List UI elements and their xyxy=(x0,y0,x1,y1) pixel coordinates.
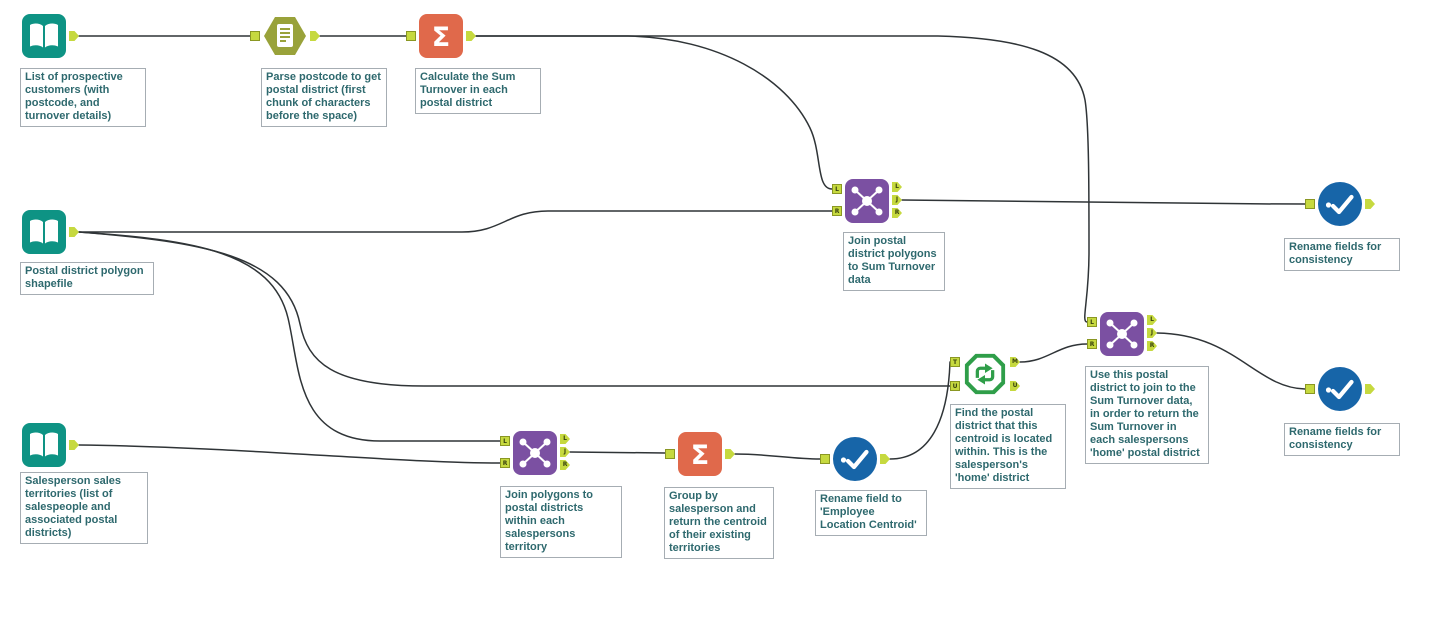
tool-spatial-match[interactable]: T U M U xyxy=(950,352,1020,396)
output-anchor-R[interactable]: R xyxy=(1147,341,1157,351)
output-anchor-J[interactable]: J xyxy=(892,195,902,205)
output-anchor[interactable] xyxy=(466,31,476,41)
sigma-glyph: Σ xyxy=(432,22,450,53)
input-anchor-T[interactable]: T xyxy=(950,357,960,367)
tool-summarize-turnover[interactable]: Σ xyxy=(406,14,476,58)
spatial-match-icon xyxy=(964,353,1006,395)
output-anchor[interactable] xyxy=(310,31,320,41)
annotation-select-rename-bottom[interactable]: Rename fields for consistency xyxy=(1284,423,1400,456)
input-anchor-L[interactable]: L xyxy=(832,184,842,194)
connection-summarize-to-join-L[interactable] xyxy=(475,35,833,190)
join-icon xyxy=(513,431,557,475)
connection-spatialmatch-to-homejoin-R[interactable] xyxy=(1019,343,1088,363)
tool-input-customers[interactable] xyxy=(22,14,79,58)
connection-groupby-to-selectcentroid[interactable] xyxy=(734,453,821,460)
tool-select-rename-top[interactable] xyxy=(1305,182,1375,226)
input-anchor-R[interactable]: R xyxy=(1087,339,1097,349)
output-anchor[interactable] xyxy=(880,454,890,464)
tool-select-centroid[interactable] xyxy=(820,437,890,481)
tool-summarize-centroid[interactable]: Σ xyxy=(665,432,735,476)
tool-input-territories[interactable] xyxy=(22,423,79,467)
output-anchor-U[interactable]: U xyxy=(1010,381,1020,391)
input-data-icon xyxy=(22,14,66,58)
output-anchor-L[interactable]: L xyxy=(560,434,570,444)
tool-join-home-turnover[interactable]: L R L J R xyxy=(1087,312,1157,356)
input-anchor-L[interactable]: L xyxy=(1087,317,1097,327)
output-anchor-L[interactable]: L xyxy=(892,182,902,192)
summarize-icon: Σ xyxy=(419,14,463,58)
annotation-join-home[interactable]: Use this postal district to join to the … xyxy=(1085,366,1209,464)
input-data-icon xyxy=(22,423,66,467)
annotation-input-polygons[interactable]: Postal district polygon shapefile xyxy=(20,262,154,295)
connection-territories-to-territoryjoin-R[interactable] xyxy=(78,444,501,464)
input-anchor[interactable] xyxy=(1305,199,1315,209)
input-anchor-R[interactable]: R xyxy=(832,206,842,216)
annotation-select-rename-top[interactable]: Rename fields for consistency xyxy=(1284,238,1400,271)
input-data-icon xyxy=(22,210,66,254)
input-anchor-R[interactable]: R xyxy=(500,458,510,468)
annotation-join-territories[interactable]: Join polygons to postal districts within… xyxy=(500,486,622,558)
output-anchor-R[interactable]: R xyxy=(560,460,570,470)
annotation-input-customers[interactable]: List of prospective customers (with post… xyxy=(20,68,146,127)
output-anchor[interactable] xyxy=(69,227,79,237)
output-anchor-M[interactable]: M xyxy=(1010,357,1020,367)
sigma-glyph: Σ xyxy=(691,440,709,471)
input-anchor-L[interactable]: L xyxy=(500,436,510,446)
output-anchor-J[interactable]: J xyxy=(560,447,570,457)
output-anchor[interactable] xyxy=(725,449,735,459)
annotation-join-polygons[interactable]: Join postal district polygons to Sum Tur… xyxy=(843,232,945,291)
input-anchor[interactable] xyxy=(250,31,260,41)
output-anchor[interactable] xyxy=(1365,199,1375,209)
input-anchor[interactable] xyxy=(665,449,675,459)
connection-polygons-to-join-R[interactable] xyxy=(78,210,833,233)
connection-selectcentroid-to-spatialmatch-T[interactable] xyxy=(889,361,951,460)
tool-parse-postcode[interactable] xyxy=(250,14,320,58)
tool-join-territories[interactable]: L R L J R xyxy=(500,431,570,475)
join-icon xyxy=(1100,312,1144,356)
connection-territoryjoin-to-groupby[interactable] xyxy=(569,451,666,454)
output-anchor-J[interactable]: J xyxy=(1147,328,1157,338)
summarize-icon: Σ xyxy=(678,432,722,476)
output-anchor-R[interactable]: R xyxy=(892,208,902,218)
input-anchor[interactable] xyxy=(406,31,416,41)
output-anchor-L[interactable]: L xyxy=(1147,315,1157,325)
select-icon xyxy=(1318,182,1362,226)
tool-input-polygons[interactable] xyxy=(22,210,79,254)
annotation-summarize-turnover[interactable]: Calculate the Sum Turnover in each posta… xyxy=(415,68,541,114)
connection-summarize-to-homejoin-L[interactable] xyxy=(475,35,1090,323)
output-anchor[interactable] xyxy=(69,440,79,450)
select-icon xyxy=(833,437,877,481)
output-anchor[interactable] xyxy=(69,31,79,41)
annotation-summarize-centroid[interactable]: Group by salesperson and return the cent… xyxy=(664,487,774,559)
select-icon xyxy=(1318,367,1362,411)
join-icon xyxy=(845,179,889,223)
annotation-parse-postcode[interactable]: Parse postcode to get postal district (f… xyxy=(261,68,387,127)
tool-select-rename-bottom[interactable] xyxy=(1305,367,1375,411)
annotation-spatial-match[interactable]: Find the postal district that this centr… xyxy=(950,404,1066,489)
connection-join-to-select-top[interactable] xyxy=(901,199,1306,205)
tool-join-polygons-turnover[interactable]: L R L J R xyxy=(832,179,902,223)
annotation-input-territories[interactable]: Salesperson sales territories (list of s… xyxy=(20,472,148,544)
input-anchor-U[interactable]: U xyxy=(950,381,960,391)
connection-homejoin-to-select-bottom[interactable] xyxy=(1156,332,1306,390)
input-anchor[interactable] xyxy=(1305,384,1315,394)
annotation-select-centroid[interactable]: Rename field to 'Employee Location Centr… xyxy=(815,490,927,536)
connection-polygons-to-spatialmatch-U[interactable] xyxy=(78,231,951,387)
output-anchor[interactable] xyxy=(1365,384,1375,394)
input-anchor[interactable] xyxy=(820,454,830,464)
text-to-columns-icon xyxy=(264,17,306,55)
